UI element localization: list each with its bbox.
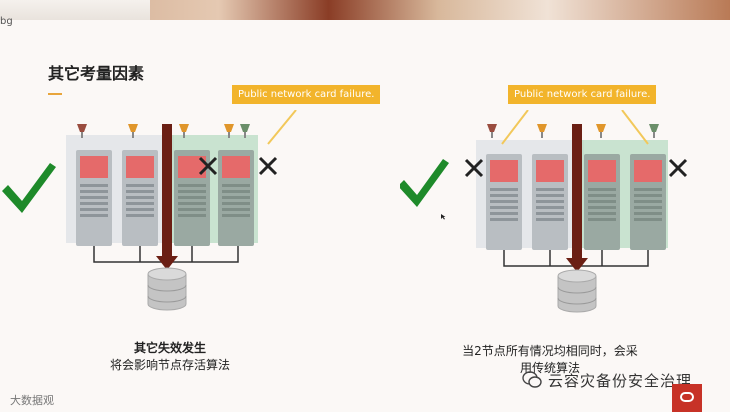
server-icon (218, 150, 254, 246)
check-icon (2, 163, 56, 213)
cross-icon (258, 156, 278, 176)
oracle-logo-mark (680, 392, 694, 402)
callout-pointer (621, 110, 649, 145)
right-caption: 当2节点所有情况均相同时，会采 用传统算法 (440, 343, 660, 377)
watermark-text: 云容灾备份安全治理 (548, 372, 693, 390)
right-caption-line1: 当2节点所有情况均相同时，会采 (462, 344, 638, 358)
server-icon (584, 154, 620, 250)
arrow-icon (566, 124, 588, 272)
server-icon (122, 150, 158, 246)
mouse-cursor-icon (441, 214, 446, 220)
database-icon (147, 267, 187, 311)
left-diagram (2, 110, 297, 311)
top-banner-left (0, 0, 150, 20)
callout-pointer (501, 110, 529, 145)
server-icon (76, 150, 112, 246)
network-card-icons (77, 124, 250, 138)
database-icon (557, 269, 597, 313)
title-underline (48, 93, 62, 95)
arrow-icon (156, 124, 178, 270)
right-callout: Public network card failure. (508, 85, 657, 104)
callout-pointer (267, 110, 297, 145)
right-diagram (400, 110, 688, 313)
right-caption-line2: 用传统算法 (519, 361, 580, 375)
network-card-icons (487, 124, 659, 138)
server-icon (532, 154, 568, 250)
left-caption: 其它失效发生 将会影响节点存活算法 (80, 340, 260, 374)
server-icon (630, 154, 666, 250)
slide-title: 其它考量因素 (48, 64, 145, 83)
corner-tag: bg (0, 16, 13, 27)
server-icon (174, 150, 210, 246)
cross-icon (198, 156, 218, 176)
oracle-icon (672, 384, 702, 412)
cross-icon (668, 158, 688, 178)
server-icon (486, 154, 522, 250)
left-callout: Public network card failure. (232, 85, 381, 104)
left-caption-body: 将会影响节点存活算法 (109, 358, 230, 372)
top-banner-image (0, 0, 730, 20)
left-caption-title: 其它失效发生 (133, 341, 206, 355)
check-icon (400, 159, 449, 207)
cross-icon (464, 158, 484, 178)
footer-logo-text: 大数据观 (10, 394, 54, 407)
wechat-icon (522, 371, 542, 388)
